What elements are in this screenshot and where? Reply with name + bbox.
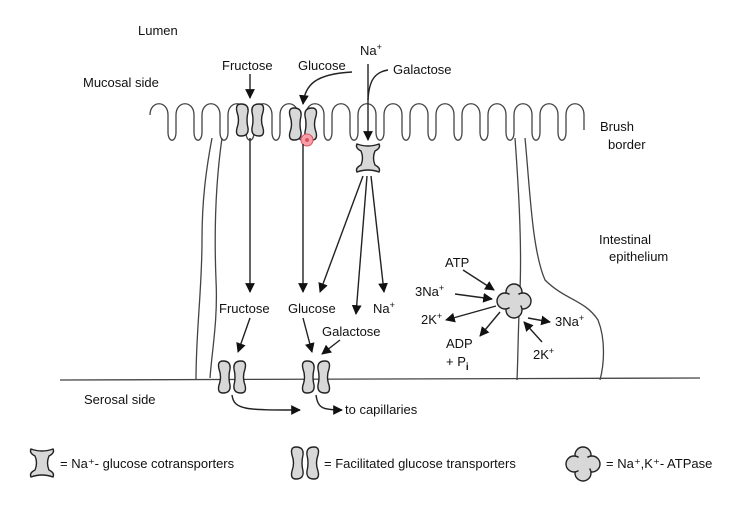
label-serosal-side: Serosal side [84,392,156,407]
label-fructose-basal: Fructose [219,301,270,316]
label-brush: Brush [600,119,634,134]
arrow-galactose-in [367,69,389,101]
brush-border-membrane [149,103,585,141]
arrow-adp [479,311,501,337]
arrow-atp [462,269,495,291]
cell-boundary-inner [209,137,223,379]
cell-boundary-left [195,137,213,381]
arrow-galactose-to-basal [321,339,341,355]
label-to-capillaries: to capillaries [345,402,418,417]
basal-fructose-transporter [217,360,247,394]
label-glucose-basal: Glucose [288,301,336,316]
arrow-cotr-galactose [351,175,368,315]
arrow-cotr-glucose [318,175,364,293]
arrow-cotr-na [370,175,388,293]
label-mucosal-side: Mucosal side [83,75,159,90]
apical-na-glucose-cotransporter [355,143,381,173]
arrow-glucose-in [299,71,353,105]
label-epithelium: epithelium [609,249,668,264]
cell-boundary-far-right [524,137,605,381]
basolateral-membrane [59,377,701,381]
na-k-atpase-pump [496,283,532,319]
arrow-2k-in [523,321,543,343]
label-3na-out: 3Na+ [555,313,584,329]
label-na-basal: Na+ [373,300,395,316]
basal-glucose-transporter [301,360,331,394]
label-lumen: Lumen [138,23,178,38]
legend-atpase-icon [565,446,601,482]
label-fructose-apical: Fructose [222,58,273,73]
label-intestinal: Intestinal [599,232,651,247]
arrow-3na-in [454,292,493,303]
legend-atpase-label: = Na⁺,K⁺- ATPase [606,456,712,471]
label-na-apical: Na+ [360,42,382,58]
label-pi: + Pi [446,354,469,373]
arrow-3na-out [527,315,551,326]
arrow-fructose-to-capillaries [231,394,301,415]
legend-cotransporter-icon [29,448,55,478]
apical-fructose-transporter [235,103,265,137]
label-border: border [608,137,646,152]
legend-facilitated-label: = Facilitated glucose transporters [324,456,516,471]
label-galactose-basal: Galactose [322,324,381,339]
arrow-glucose-to-basal [302,317,315,353]
legend-cotransporter-label: = Na⁺- glucose cotransporters [60,456,235,471]
arrow-fructose-to-basal [236,317,251,353]
label-galactose-apical: Galactose [393,62,452,77]
label-atp: ATP [445,255,469,270]
label-adp: ADP [446,336,473,351]
label-glucose-apical: Glucose [298,58,346,73]
label-2k-in: 2K+ [533,346,554,362]
arrow-2k-out [445,305,497,323]
legend-facilitated-icon [290,446,320,480]
cell-boundary-right [514,137,522,381]
label-2k-out: 2K+ [421,311,442,327]
arrow-glucose-to-capillaries [315,394,343,415]
label-3na-in: 3Na+ [415,283,444,299]
highlight-marker-dot [305,138,309,142]
